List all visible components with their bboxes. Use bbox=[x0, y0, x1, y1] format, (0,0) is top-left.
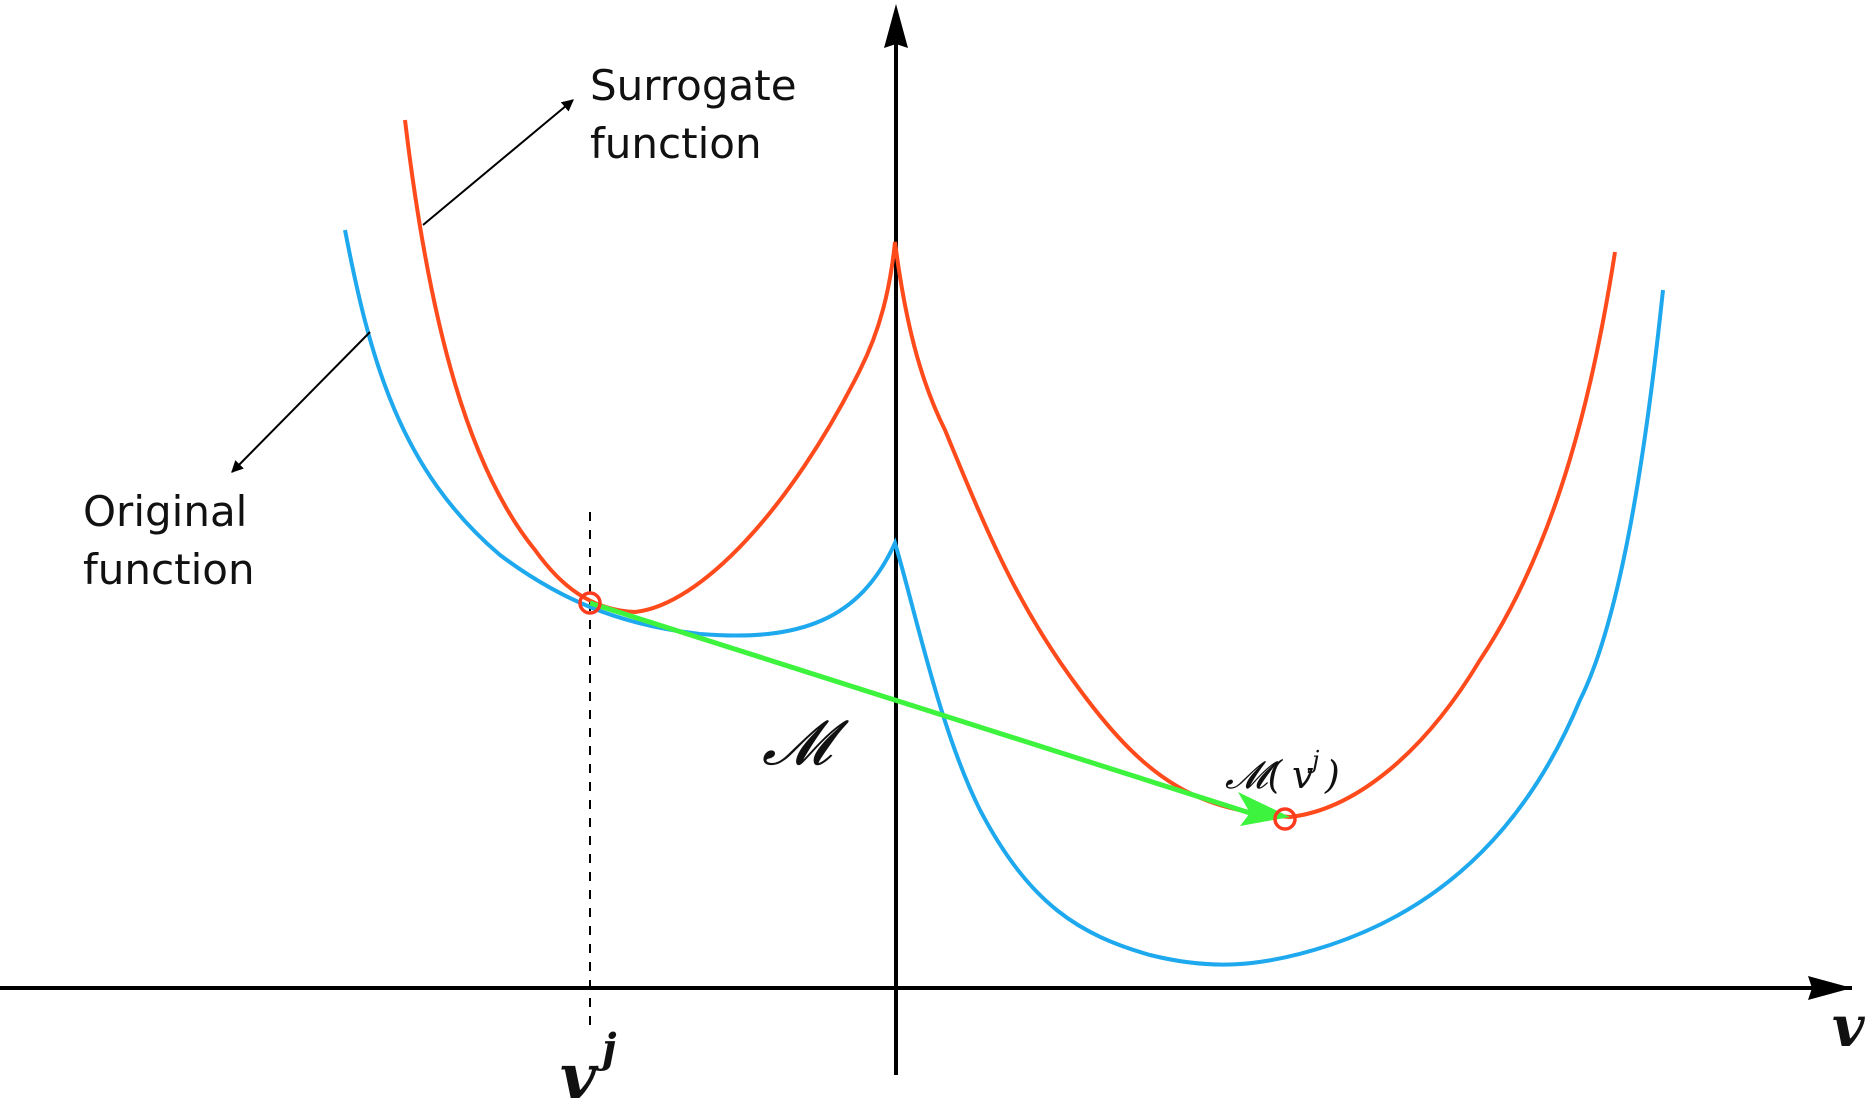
original-label-line1: Original bbox=[83, 487, 247, 536]
vj-label-sup: j bbox=[595, 1025, 617, 1072]
vj-label: v j bbox=[560, 1025, 617, 1109]
operator-m-label: 𝓜 bbox=[762, 706, 849, 779]
surrogate-label-line2: function bbox=[590, 119, 762, 168]
vj-point-marker bbox=[578, 591, 602, 615]
update-arrow-head bbox=[1238, 792, 1290, 826]
y-axis-arrowhead bbox=[884, 4, 908, 48]
mvj-point-marker bbox=[1273, 807, 1297, 831]
mvj-label: 𝓜( v j ) bbox=[1225, 746, 1340, 797]
mvj-label-suffix: ) bbox=[1324, 753, 1340, 797]
mvj-label-var: v bbox=[1292, 753, 1314, 797]
x-axis-arrowhead bbox=[1808, 976, 1852, 1000]
x-axis-label: v bbox=[1832, 994, 1866, 1060]
surrogate-function-curve bbox=[403, 119, 1617, 820]
original-function-curve bbox=[343, 229, 1665, 967]
surrogate-pointer-arrow bbox=[422, 99, 574, 226]
original-label-line2: function bbox=[83, 545, 255, 594]
vj-label-var: v bbox=[560, 1040, 597, 1109]
surrogate-label-line1: Surrogate bbox=[590, 61, 797, 110]
original-pointer-arrow bbox=[231, 331, 371, 473]
update-arrow-shaft bbox=[589, 600, 1251, 816]
mvj-label-prefix: 𝓜( bbox=[1225, 753, 1284, 797]
